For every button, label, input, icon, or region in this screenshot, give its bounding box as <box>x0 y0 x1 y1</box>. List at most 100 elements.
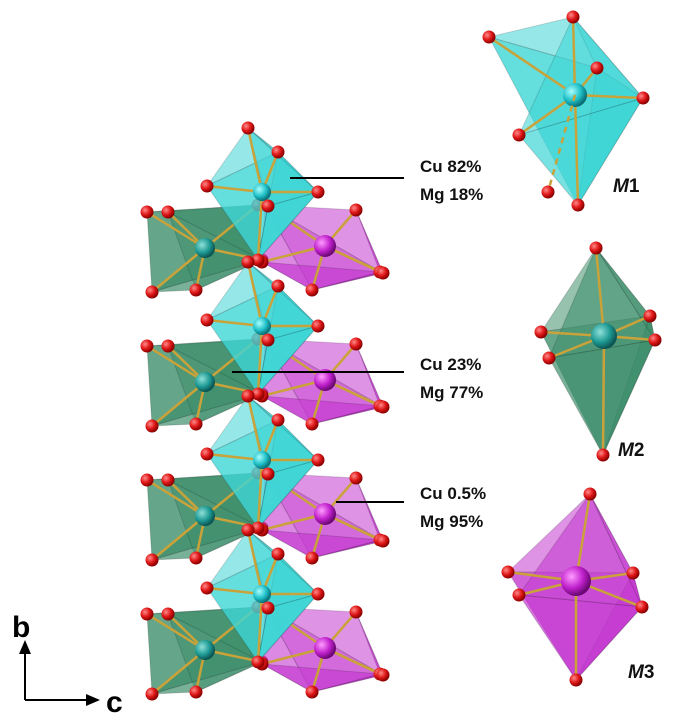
m2-site-face <box>548 339 656 457</box>
oxygen-atom <box>140 205 154 219</box>
m1-chain-1-metal-atom <box>253 183 271 201</box>
oxygen-atom <box>305 551 319 565</box>
occupancy-label-1-mg: Mg 18% <box>420 185 483 204</box>
oxygen-atom <box>512 128 526 142</box>
m2-chain-4-bond <box>146 612 206 652</box>
m3-chain-3-face <box>261 529 381 559</box>
m2-chain-3-metal-atom <box>195 506 215 526</box>
oxygen-atom <box>534 325 548 339</box>
m3-site-metal-atom <box>561 566 591 596</box>
oxygen-atom <box>251 253 265 267</box>
m2-site-bond <box>594 247 606 337</box>
oxygen-atom <box>189 283 203 297</box>
b-axis-arrowhead <box>19 640 31 654</box>
m2-chain-1-bond <box>151 247 206 293</box>
oxygen-atom <box>566 10 580 24</box>
axis-indicator: b c <box>12 611 123 719</box>
oxygen-atom <box>261 199 275 213</box>
oxygen-atom <box>626 566 640 580</box>
oxygen-atom <box>542 351 556 365</box>
oxygen-atom <box>251 655 265 669</box>
m1-polyhedron <box>482 10 650 212</box>
oxygen-atom <box>349 471 363 485</box>
oxygen-atom <box>376 534 390 548</box>
site-label-m3: M3 <box>628 662 654 683</box>
oxygen-atom <box>251 521 265 535</box>
oxygen-atom <box>161 339 175 353</box>
m1-site-face <box>518 97 645 206</box>
polyhedra-chain <box>140 121 390 701</box>
c-axis-arrowhead <box>86 694 100 706</box>
oxygen-atom <box>305 685 319 699</box>
m1-chain-1-bond <box>246 127 264 193</box>
oxygen-atom <box>145 687 159 701</box>
oxygen-atom <box>583 487 597 501</box>
m3-chain-4-metal-atom <box>314 637 336 659</box>
m1-chain-3-bond <box>246 395 264 461</box>
oxygen-atom <box>271 279 285 293</box>
m1-chain-4-bond <box>206 586 263 596</box>
occupancy-label-2-mg: Mg 77% <box>420 383 483 402</box>
oxygen-atom <box>189 685 203 699</box>
m2-chain-1-metal-atom <box>195 238 215 258</box>
m2-chain-4-face <box>151 661 263 695</box>
m3-chain-3-metal-atom <box>314 503 336 525</box>
m1-site-bond <box>573 94 580 206</box>
oxygen-atom <box>305 417 319 431</box>
m1-chain-4-bond <box>246 529 264 595</box>
m3-chain-2-face <box>261 395 381 425</box>
oxygen-atom <box>145 419 159 433</box>
oxygen-atom <box>161 473 175 487</box>
oxygen-atom <box>569 673 583 687</box>
m2-site-metal-atom <box>591 323 617 349</box>
occupancy-label-3-mg: Mg 95% <box>420 512 483 531</box>
m1-chain-2-bond <box>206 318 263 328</box>
m2-chain-4-bond <box>151 649 206 695</box>
occupancy-label-2-cu: Cu 23% <box>420 355 481 374</box>
oxygen-atom <box>349 605 363 619</box>
oxygen-atom <box>189 417 203 431</box>
oxygen-atom <box>589 241 603 255</box>
site-label-m1: M1 <box>613 176 640 197</box>
oxygen-atom <box>349 203 363 217</box>
m2-chain-2-bond <box>151 381 206 427</box>
m1-chain-4-bond <box>256 593 264 663</box>
m1-chain-1-bond <box>206 184 263 194</box>
m2-chain-2-face <box>151 393 263 427</box>
oxygen-atom <box>636 91 650 105</box>
oxygen-atom <box>241 255 255 269</box>
m1-chain-3-bond <box>206 452 263 462</box>
oxygen-atom <box>145 285 159 299</box>
oxygen-atom <box>200 179 214 193</box>
oxygen-atom <box>643 309 657 323</box>
oxygen-atom <box>200 447 214 461</box>
oxygen-atom <box>311 319 325 333</box>
m1-chain-2-metal-atom <box>253 317 271 335</box>
oxygen-atom <box>648 333 662 347</box>
oxygen-atom <box>241 121 255 135</box>
m1-site-bond <box>488 35 576 97</box>
oxygen-atom <box>200 313 214 327</box>
oxygen-atom <box>596 448 610 462</box>
oxygen-atom <box>261 333 275 347</box>
b-axis-label: b <box>12 611 30 644</box>
oxygen-atom <box>241 523 255 537</box>
m3-chain-1-face <box>261 261 381 291</box>
oxygen-atom <box>140 473 154 487</box>
oxygen-atom <box>349 337 363 351</box>
oxygen-atom <box>271 145 285 159</box>
oxygen-atom <box>200 581 214 595</box>
m2-chain-3-bond <box>151 515 206 561</box>
m1-chain-2-bond <box>256 325 264 395</box>
m2-site-bond <box>601 335 606 456</box>
m3-site-face <box>517 594 644 681</box>
m2-chain-3-face <box>151 527 263 561</box>
m2-chain-1-bond <box>146 210 206 250</box>
oxygen-atom <box>161 205 175 219</box>
occupancy-label-3-cu: Cu 0.5% <box>420 484 486 503</box>
m3-polyhedron <box>501 487 649 687</box>
oxygen-atom <box>311 185 325 199</box>
oxygen-atom <box>311 587 325 601</box>
oxygen-atom <box>311 453 325 467</box>
